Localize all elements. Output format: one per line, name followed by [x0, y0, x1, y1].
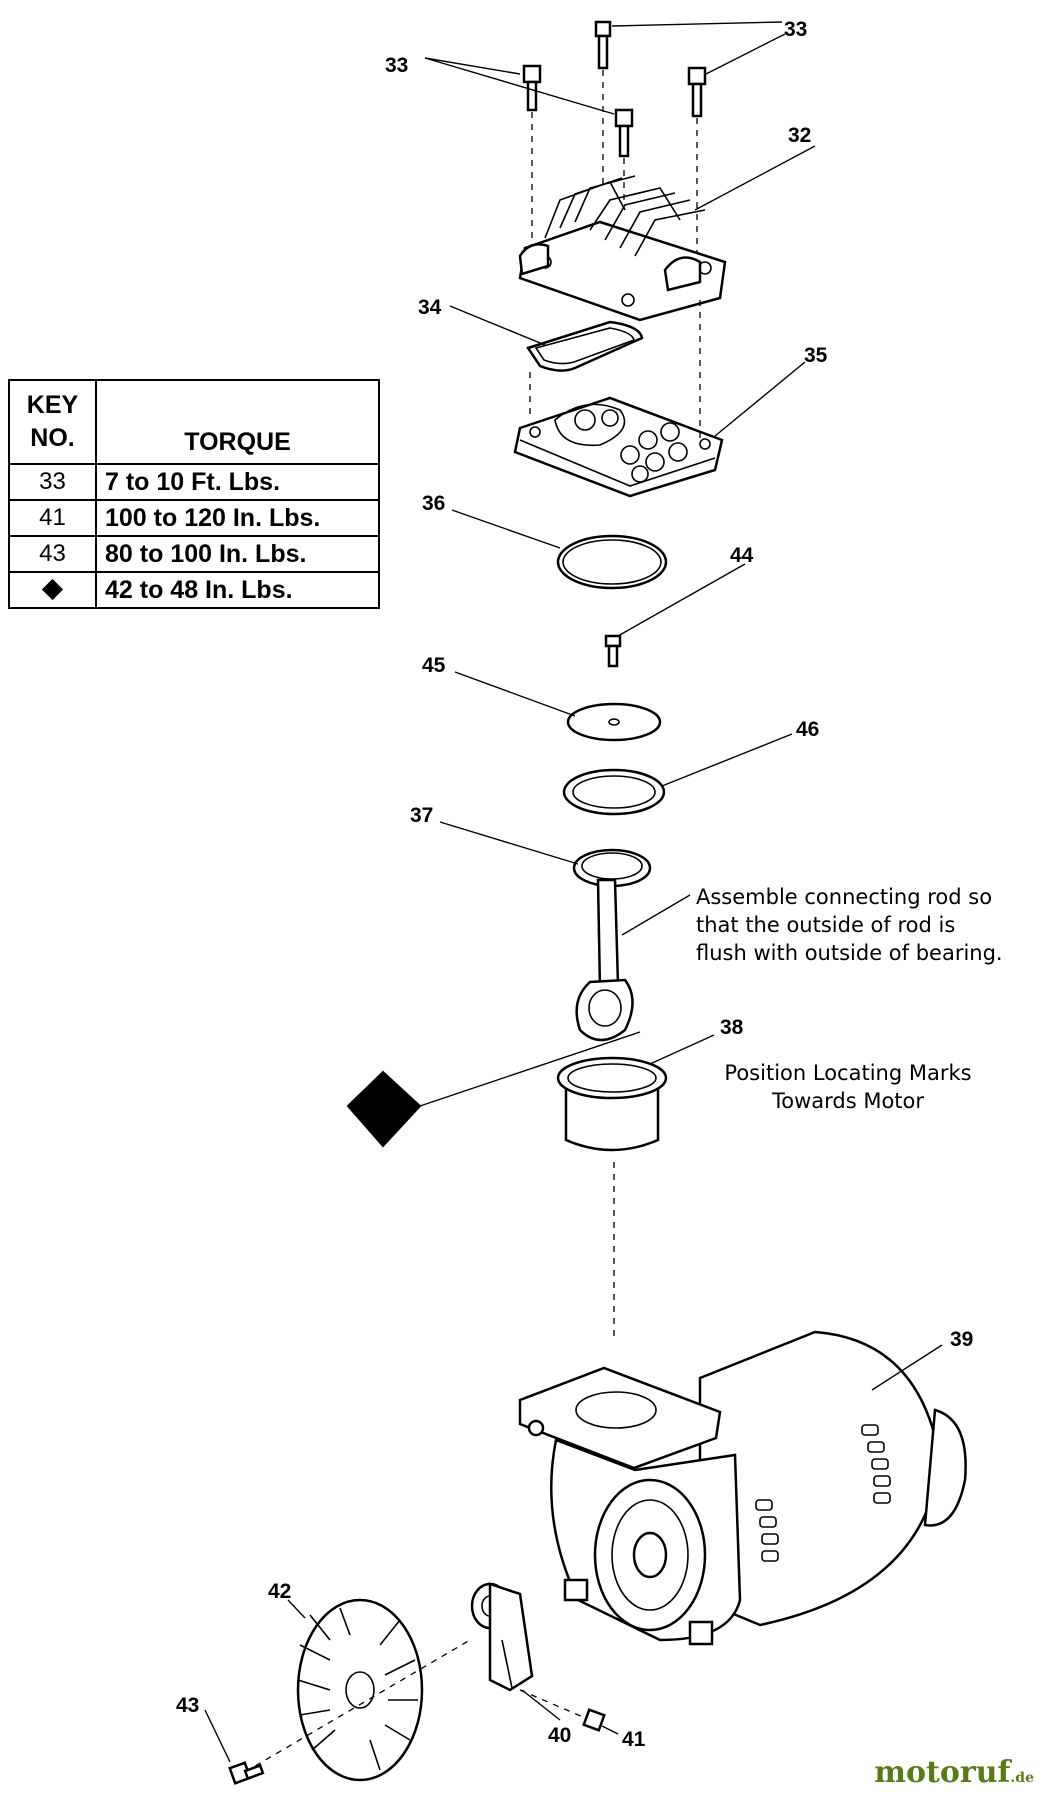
svg-text:Towards Motor: Towards Motor	[771, 1089, 924, 1113]
svg-text:that the outside of rod is: that the outside of rod is	[696, 913, 955, 937]
callout-44: 44	[730, 544, 754, 567]
bolt-33-left	[522, 64, 542, 112]
note-locating-marks: Position Locating Marks Towards Motor	[724, 1061, 971, 1113]
torque-cell: 7 to 10 Ft. Lbs.	[95, 463, 380, 501]
bolt-33-mid	[614, 108, 634, 158]
callout-46: 46	[796, 718, 819, 741]
brand-tld: .de	[1010, 1770, 1034, 1786]
callout-45: 45	[422, 654, 446, 677]
svg-text:flush with outside of bearing.: flush with outside of bearing.	[696, 941, 1003, 965]
table-row: 43 80 to 100 In. Lbs.	[8, 535, 380, 573]
header-torque: TORQUE	[95, 379, 380, 465]
torque-cell: 100 to 120 In. Lbs.	[95, 499, 380, 537]
table-row: 33 7 to 10 Ft. Lbs.	[8, 463, 380, 501]
callout-35: 35	[804, 344, 828, 367]
torque-cell: 80 to 100 In. Lbs.	[95, 535, 380, 573]
leader-lines	[204, 21, 943, 1763]
key-cell: 43	[8, 535, 97, 573]
brand-name: motoruf	[874, 1755, 1011, 1790]
ring-46	[562, 768, 666, 816]
callout-40: 40	[548, 1724, 571, 1747]
o-ring-36	[556, 534, 668, 590]
screw-43	[228, 1761, 265, 1785]
table-row: 41 100 to 120 In. Lbs.	[8, 499, 380, 537]
callout-38: 38	[720, 1016, 744, 1039]
valve-plate-35	[513, 396, 724, 498]
key-cell: 41	[8, 499, 97, 537]
callout-37: 37	[410, 804, 433, 827]
bolt-33-top-center	[594, 20, 612, 70]
callout-41: 41	[622, 1728, 646, 1751]
torque-table: KEY NO. TORQUE 33 7 to 10 Ft. Lbs. 41 10…	[8, 379, 380, 609]
svg-text:Assemble connecting rod so: Assemble connecting rod so	[696, 885, 992, 909]
callout-39: 39	[950, 1328, 973, 1351]
torque-table-header: KEY NO. TORQUE	[8, 379, 380, 465]
align-line	[519, 1689, 591, 1721]
torque-diamond-icon	[346, 1070, 422, 1148]
gasket-34	[526, 320, 644, 372]
bolt-33-right	[687, 66, 707, 118]
table-row: 42 to 48 In. Lbs.	[8, 571, 380, 609]
brand-watermark: motoruf.de	[874, 1755, 1034, 1790]
connecting-rod-37	[572, 848, 652, 1042]
callout-34: 34	[418, 296, 442, 319]
key-cell-diamond	[8, 571, 97, 609]
bearing-block-40	[470, 1582, 534, 1692]
callout-36: 36	[422, 492, 445, 515]
callout-43: 43	[176, 1694, 199, 1717]
retainer-45	[566, 702, 662, 742]
callout-42: 42	[268, 1580, 291, 1603]
callout-32: 32	[788, 124, 811, 147]
key-cell: 33	[8, 463, 97, 501]
torque-cell: 42 to 48 In. Lbs.	[95, 571, 380, 609]
header-key-no: KEY NO.	[8, 379, 97, 465]
align-line	[244, 1639, 471, 1773]
diamond-icon	[41, 578, 64, 601]
screw-44	[604, 634, 622, 668]
motor-crankcase-39	[518, 1330, 967, 1646]
bearing-38	[556, 1056, 668, 1152]
cylinder-head-32	[518, 175, 727, 322]
fan-42	[296, 1598, 424, 1782]
callout-33-left: 33	[385, 54, 408, 77]
nut-41	[582, 1708, 606, 1732]
motor-vent-slots	[755, 1424, 891, 1562]
svg-text:Position Locating Marks: Position Locating Marks	[724, 1061, 971, 1085]
callout-33-right: 33	[784, 18, 807, 41]
note-connecting-rod: Assemble connecting rod so that the outs…	[696, 885, 1003, 965]
